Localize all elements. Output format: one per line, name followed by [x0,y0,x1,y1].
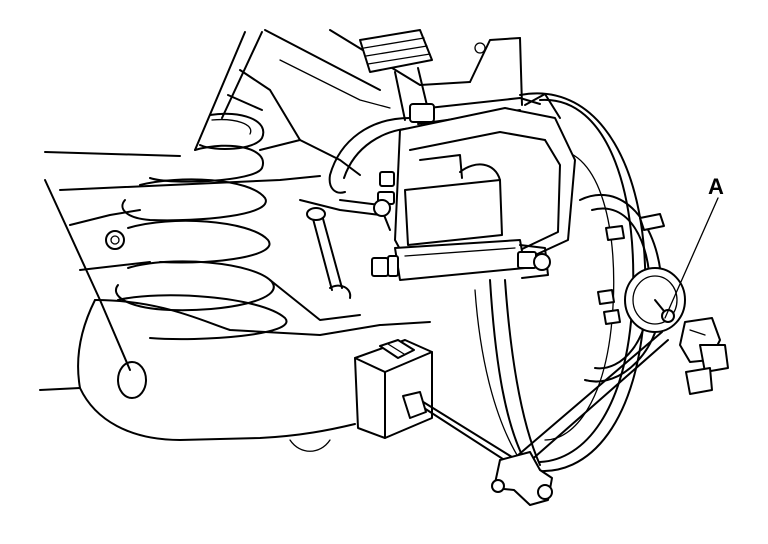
magnetic-base [354,339,433,439]
callout-a: A [664,174,724,319]
callout-label: A [708,174,724,199]
indicator-rod [402,331,669,506]
brake-caliper [394,93,576,281]
dial-indicator [624,267,729,395]
shock-absorber [359,29,433,121]
upper-chassis [194,29,523,151]
control-arm [39,151,431,452]
coil-spring [115,112,288,341]
caliper-bolts [371,171,551,277]
stabilizer-link [259,139,391,291]
